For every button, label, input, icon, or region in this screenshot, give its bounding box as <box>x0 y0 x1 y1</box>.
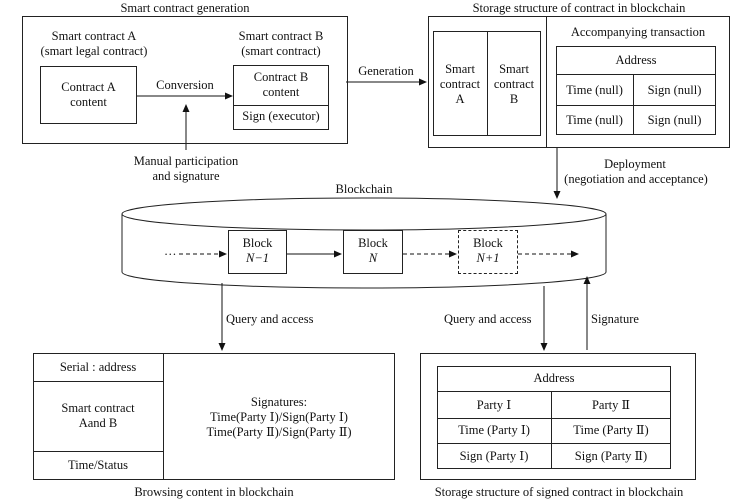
block-n-plus-1 <box>458 230 518 274</box>
block-n-minus-1-label: Block <box>242 236 273 250</box>
sc-b-line3: B <box>509 92 519 106</box>
sc-a-line1: Smart <box>445 62 475 76</box>
contract-b-sign: Sign (executor) <box>242 109 320 123</box>
accompanying-row-divider <box>556 105 716 106</box>
accompanying-time-2: Time (null) <box>566 112 623 127</box>
contract-a-title: Smart contract A <box>51 29 137 43</box>
deployment-line1: Deployment <box>604 157 666 171</box>
block-n-plus-1-index: N+1 <box>476 251 500 265</box>
deployment-line2: (negotiation and acceptance) <box>564 172 708 186</box>
contract-a-content-box <box>40 66 137 124</box>
signed-party2: Party Ⅱ <box>591 397 630 412</box>
accompanying-time-1: Time (null) <box>566 82 623 97</box>
accompanying-sign-1: Sign (null) <box>647 82 702 97</box>
signed-sign-party2: Sign (Party Ⅱ) <box>574 448 648 463</box>
block-n-minus-1 <box>228 230 287 274</box>
block-n-minus-1-index: N−1 <box>245 251 270 265</box>
generation-label: Generation <box>358 64 414 78</box>
browsing-signature-party1: Time(Party Ⅰ)/Sign(Party Ⅰ) <box>210 410 348 424</box>
browsing-time-status: Time/Status <box>68 458 128 472</box>
browsing-sc-line2: Aand B <box>78 416 118 430</box>
signed-col-divider <box>551 392 552 469</box>
block-n <box>343 230 403 274</box>
generation-panel <box>22 16 348 144</box>
sc-b-line1: Smart <box>499 62 529 76</box>
browsing-serial: Serial : address <box>59 359 137 374</box>
signed-panel <box>420 353 696 480</box>
block-n-index: N <box>368 251 378 265</box>
sc-a-line2: contract <box>439 77 481 91</box>
browsing-signature-party2: Time(Party Ⅱ)/Sign(Party Ⅱ) <box>206 425 352 439</box>
blockchain-title: Blockchain <box>335 182 393 196</box>
browsing-col-divider <box>163 353 164 480</box>
query-left-label: Query and access <box>226 312 314 326</box>
query-right-label: Query and access <box>444 312 532 326</box>
signed-table <box>437 366 671 469</box>
browsing-row-divider-2 <box>33 451 163 452</box>
contract-a-subtitle: (smart legal contract) <box>40 44 148 58</box>
block-n-plus-1-label: Block <box>473 236 503 250</box>
block-n-label: Block <box>358 236 388 250</box>
contract-b-subtitle: (smart contract) <box>241 44 321 58</box>
conversion-label: Conversion <box>156 78 214 92</box>
browsing-signatures-title: Signatures: <box>250 395 308 409</box>
contract-b-content-line1: Contract B <box>253 70 309 84</box>
signed-row-divider-2 <box>437 443 671 444</box>
sc-a-line3: A <box>455 92 465 106</box>
contract-a-content-line1: Contract A <box>61 80 116 94</box>
storage-vertical-divider <box>546 16 547 148</box>
signed-sign-party1: Sign (Party Ⅰ) <box>459 448 529 463</box>
browsing-panel <box>33 353 395 480</box>
signed-row-divider-1 <box>437 418 671 419</box>
accompanying-sign-2: Sign (null) <box>647 112 702 127</box>
smart-contract-ab-divider <box>487 31 488 136</box>
browsing-caption: Browsing content in blockchain <box>134 485 294 499</box>
contract-a-content-line2: content <box>70 95 107 109</box>
blockchain-ellipsis: … <box>164 244 177 258</box>
signed-time-party2: Time (Party Ⅱ) <box>573 423 649 437</box>
signed-caption: Storage structure of signed contract in … <box>434 485 684 499</box>
contract-b-content-line2: content <box>262 85 300 99</box>
contract-b-box <box>233 65 329 130</box>
browsing-row-divider-1 <box>33 381 163 382</box>
contract-b-title: Smart contract B <box>238 29 324 43</box>
manual-participation-line1: Manual participation <box>133 154 239 168</box>
accompanying-address: Address <box>556 46 716 75</box>
storage-panel <box>428 16 730 148</box>
sc-b-line2: contract <box>493 77 535 91</box>
storage-title: Storage structure of contract in blockch… <box>472 1 686 15</box>
accompanying-table <box>556 46 716 135</box>
browsing-sc-line1: Smart contract <box>61 401 135 415</box>
manual-participation-line2: and signature <box>152 169 220 183</box>
accompanying-title: Accompanying transaction <box>570 25 706 39</box>
contract-b-divider <box>233 105 329 106</box>
signature-label: Signature <box>591 312 639 326</box>
signed-party1: Party Ⅰ <box>476 397 512 412</box>
signed-address: Address <box>437 366 671 392</box>
generation-title: Smart contract generation <box>120 1 250 15</box>
signed-time-party1: Time (Party Ⅰ) <box>458 423 530 437</box>
